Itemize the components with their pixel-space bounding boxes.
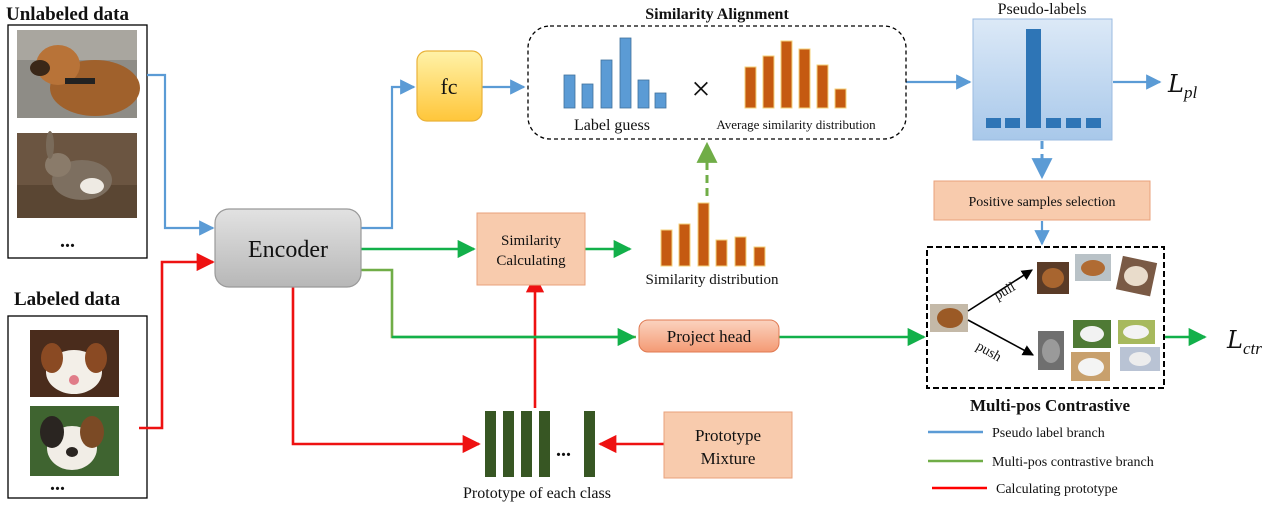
pseudo-bar bbox=[1066, 118, 1081, 128]
prototype-bar bbox=[503, 411, 514, 477]
pseudo-labels-title: Pseudo-labels bbox=[998, 1, 1087, 18]
encoder-label: Encoder bbox=[248, 237, 328, 263]
pseudo-bar bbox=[1026, 29, 1041, 128]
encoder-to-fc-arrow bbox=[361, 79, 416, 230]
similarity-calc-line2: Calculating bbox=[496, 253, 566, 269]
positive-selection-node bbox=[933, 180, 1151, 221]
project-head-label: Project head bbox=[667, 327, 752, 346]
unlabeled-to-encoder-arrow bbox=[147, 73, 215, 236]
orange-bar bbox=[715, 239, 728, 267]
prototype-mixture-node bbox=[663, 411, 793, 479]
positive-selection-label: Positive samples selection bbox=[969, 195, 1116, 210]
prototype-bar bbox=[539, 411, 550, 477]
multiply-symbol: × bbox=[691, 71, 710, 108]
dog-photo-3 bbox=[30, 406, 119, 476]
project-head-node bbox=[638, 319, 780, 353]
labeled-to-encoder-arrow bbox=[139, 252, 215, 430]
prototype-bar bbox=[485, 411, 496, 477]
negative-cat-rabbit-photos bbox=[1038, 320, 1160, 381]
positive-dog-photos bbox=[1037, 254, 1158, 297]
loss-ctr-symbol: Lctr bbox=[1226, 326, 1262, 358]
blue-bar bbox=[637, 79, 650, 109]
fc-node bbox=[416, 50, 483, 122]
orange-bar bbox=[780, 40, 793, 109]
similarity-distribution-bars bbox=[660, 202, 766, 267]
pseudo-label-bars bbox=[986, 29, 1101, 128]
unlabeled-data-title: Unlabeled data bbox=[6, 4, 129, 25]
blue-bar bbox=[654, 92, 667, 109]
similarity-alignment-title: Similarity Alignment bbox=[645, 6, 789, 23]
orange-bar bbox=[834, 88, 847, 109]
orange-bar bbox=[678, 223, 691, 267]
prototype-each-class-label: Prototype of each class bbox=[463, 485, 611, 502]
prototype-ellipsis: ... bbox=[556, 439, 571, 461]
legend-label: Pseudo label branch bbox=[992, 426, 1105, 441]
average-similarity-bars bbox=[744, 40, 847, 109]
prototype-bar bbox=[521, 411, 532, 477]
similarity-calc-line1: Similarity bbox=[501, 233, 562, 249]
dog-photo-2 bbox=[30, 330, 119, 397]
pull-arrow bbox=[967, 269, 1033, 312]
legend-label: Calculating prototype bbox=[996, 482, 1118, 497]
legend-label: Multi-pos contrastive branch bbox=[992, 455, 1154, 470]
orange-bar bbox=[744, 66, 757, 109]
labeled-data-title: Labeled data bbox=[14, 289, 121, 310]
blue-bar bbox=[581, 83, 594, 109]
labeled-ellipsis: ... bbox=[50, 473, 65, 495]
prototype-mixture-line1: Prototype bbox=[695, 426, 761, 445]
pseudo-bar bbox=[1046, 118, 1061, 128]
pseudo-bar bbox=[1005, 118, 1020, 128]
orange-bar bbox=[798, 48, 811, 109]
multi-pos-contrastive-title: Multi-pos Contrastive bbox=[970, 396, 1131, 415]
dog-photo-1 bbox=[17, 30, 140, 118]
blue-bar bbox=[563, 74, 576, 109]
encoder-node bbox=[214, 208, 362, 288]
similarity-distribution-label: Similarity distribution bbox=[646, 272, 779, 288]
prototype-bar bbox=[584, 411, 595, 477]
label-guess-bars bbox=[563, 37, 667, 109]
orange-bar bbox=[697, 202, 710, 267]
unlabeled-ellipsis: ... bbox=[60, 230, 75, 252]
rabbit-photo bbox=[17, 131, 137, 218]
fc-label: fc bbox=[440, 74, 457, 99]
blue-bar bbox=[619, 37, 632, 109]
orange-bar bbox=[753, 246, 766, 267]
orange-bar bbox=[762, 55, 775, 109]
encoder-to-prototype-arrow bbox=[291, 287, 481, 454]
loss-pl-symbol: Lpl bbox=[1167, 70, 1197, 102]
label-guess-label: Label guess bbox=[574, 117, 650, 134]
pseudo-bar bbox=[986, 118, 1001, 128]
similarity-calculating-node bbox=[476, 212, 586, 286]
prototype-bars bbox=[485, 411, 595, 477]
pseudo-bar bbox=[1086, 118, 1101, 128]
avg-similarity-label: Average similarity distribution bbox=[716, 117, 876, 132]
orange-bar bbox=[816, 64, 829, 109]
orange-bar bbox=[660, 229, 673, 267]
orange-bar bbox=[734, 236, 747, 267]
prototype-mixture-line2: Mixture bbox=[701, 449, 756, 468]
push-arrow bbox=[967, 319, 1034, 356]
blue-bar bbox=[600, 59, 613, 109]
anchor-dog-photo bbox=[930, 304, 968, 332]
legend: Pseudo label branch Multi-pos contrastiv… bbox=[928, 426, 1154, 497]
